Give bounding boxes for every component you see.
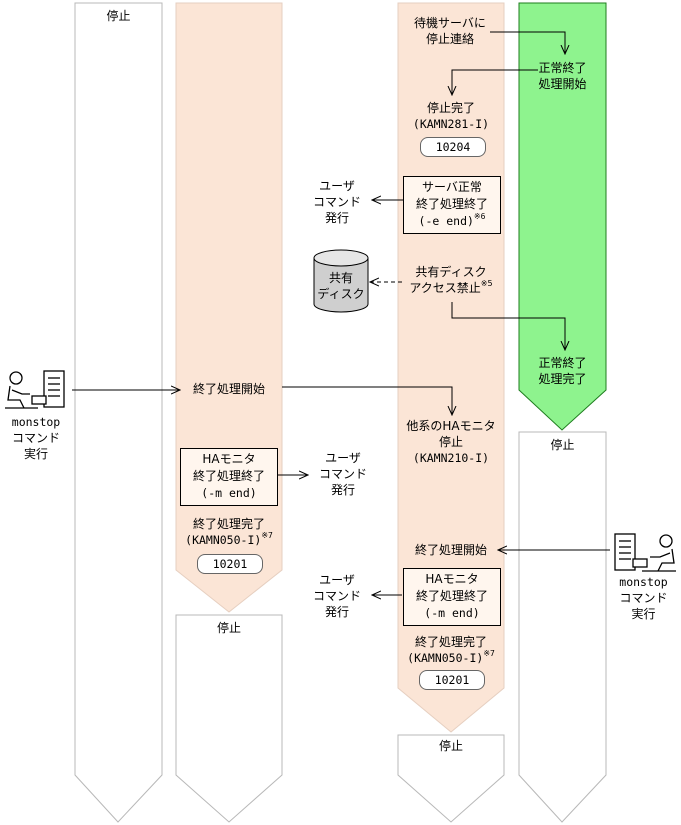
operator-terminal-icon-right — [614, 533, 676, 572]
lane-3-end-start-label: 終了処理開始 — [414, 543, 487, 557]
lane-4-active-arrow — [518, 2, 607, 431]
user-command-label-2: ユーザコマンド発行 — [318, 451, 367, 497]
user-command-label-3: ユーザコマンド発行 — [312, 573, 361, 619]
user-command-label-1: ユーザコマンド発行 — [312, 179, 361, 225]
other-ha-monitor-stop-label: 他系のHAモニタ 停止 (KAMN210-I) — [406, 419, 496, 465]
lane-1-arrow — [74, 2, 163, 823]
lane-3-message-code-10201: 10201 — [419, 670, 485, 690]
normal-end-start-label: 正常終了処理開始 — [538, 61, 587, 91]
lane-2-state-label: 停止 — [216, 621, 241, 635]
lane-2-end-complete-label: 終了処理完了 (KAMN050-I)※7 — [185, 517, 273, 547]
lane-3-stopped-arrow — [397, 734, 505, 823]
message-code-10204: 10204 — [420, 137, 486, 157]
disk-access-block-label: 共有ディスク アクセス禁止※5 — [409, 265, 493, 295]
lane-2-stopped-arrow — [175, 614, 283, 823]
lane-3-ha-monitor-end-box: HAモニタ 終了処理終了 (-m end) — [403, 568, 501, 626]
stop-complete-label: 停止完了 (KAMN281-I) — [412, 101, 490, 131]
lane-4-state-label: 停止 — [550, 438, 575, 452]
lane-2-ha-monitor-end-box: HAモニタ 終了処理終了 (-m end) — [180, 448, 278, 506]
lane-1-state-label: 停止 — [106, 9, 131, 23]
lane-3-state-label: 停止 — [438, 739, 463, 753]
shared-disk-label: 共有ディスク — [317, 271, 365, 301]
lane-2-message-code-10201: 10201 — [197, 554, 263, 574]
lane-3-end-complete-label: 終了処理完了 (KAMN050-I)※7 — [407, 635, 495, 665]
server-normal-end-box: サーバ正常 終了処理終了 (-e end)※6 — [403, 176, 501, 234]
lane-2-end-start-label: 終了処理開始 — [192, 382, 265, 396]
left-terminal-label: monstop コマンド 実行 — [11, 415, 61, 461]
shared-disk-icon — [313, 249, 369, 313]
right-terminal-label: monstop コマンド 実行 — [619, 575, 668, 621]
normal-end-complete-label: 正常終了処理完了 — [538, 356, 587, 386]
notify-standby-label: 待機サーバに停止連絡 — [414, 16, 486, 46]
operator-terminal-icon-left — [5, 370, 65, 409]
lane-4-stopped-arrow — [518, 431, 607, 823]
